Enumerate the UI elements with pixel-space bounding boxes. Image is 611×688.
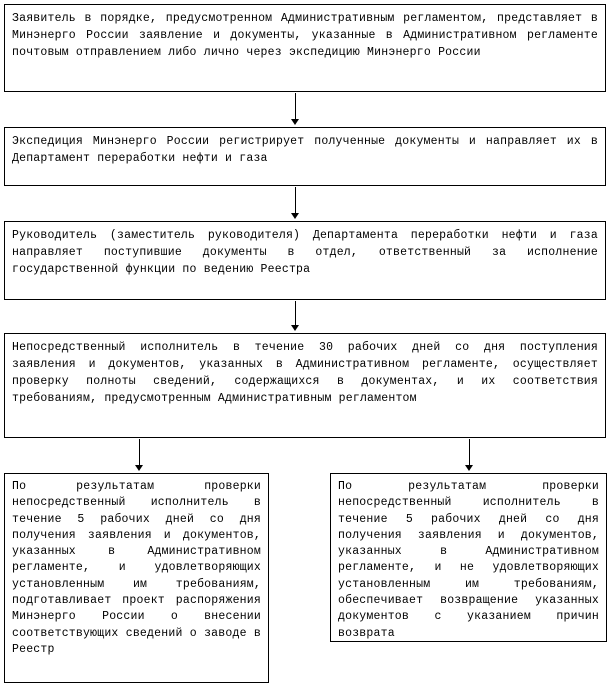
flow-arrow-down-2: [290, 187, 300, 219]
flow-box-department-head-routing: Руководитель (заместитель руководителя) …: [4, 221, 606, 300]
flow-box-applicant-submission: Заявитель в порядке, предусмотренном Адм…: [4, 4, 606, 92]
flow-arrow-down-1: [290, 93, 300, 125]
flow-arrow-down-right: [464, 439, 474, 471]
flow-box-negative-result: По результатам проверки непосредственный…: [330, 473, 607, 642]
flow-box-expedition-registration: Экспедиция Минэнерго России регистрирует…: [4, 127, 606, 186]
flow-box-positive-result: По результатам проверки непосредственный…: [4, 473, 269, 683]
flow-arrow-down-3: [290, 301, 300, 331]
flow-arrow-down-left: [134, 439, 144, 471]
flow-box-executor-verification: Непосредственный исполнитель в течение 3…: [4, 333, 606, 438]
